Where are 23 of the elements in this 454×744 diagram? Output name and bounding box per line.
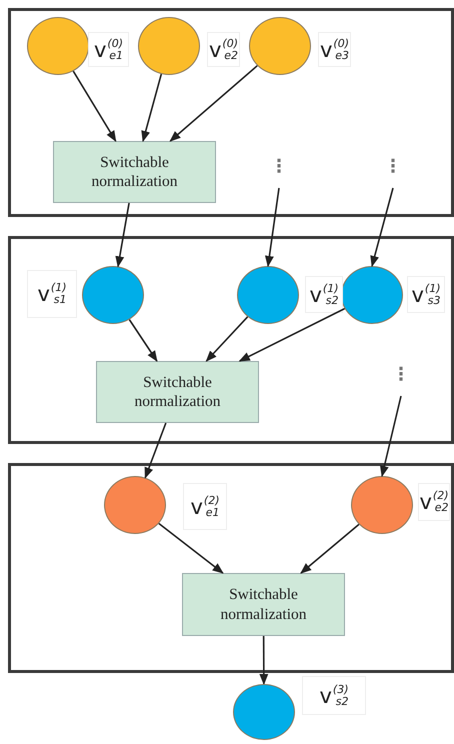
arrow (158, 522, 224, 574)
layer-panel (8, 236, 454, 444)
ellipsis-mark: ⋮ (392, 366, 410, 390)
ellipsis-mark: ⋮ (384, 158, 402, 182)
arrow (370, 188, 394, 268)
process-box: Switchable normalization (96, 361, 259, 423)
process-box: Switchable normalization (182, 573, 345, 636)
arrow (206, 316, 248, 362)
arrow (169, 65, 258, 142)
arrow (72, 70, 116, 142)
arrow (238, 308, 345, 362)
arrow (264, 188, 280, 268)
arrow (115, 202, 130, 268)
layer-panel (8, 463, 454, 673)
arrow (259, 636, 268, 686)
process-box: Switchable normalization (53, 141, 216, 203)
arrow (141, 74, 162, 142)
layer-panel (8, 8, 454, 217)
ellipsis-mark: ⋮ (270, 158, 288, 182)
arrow (144, 422, 167, 479)
arrow (300, 524, 360, 574)
arrow (380, 396, 402, 478)
arrow (128, 319, 158, 362)
